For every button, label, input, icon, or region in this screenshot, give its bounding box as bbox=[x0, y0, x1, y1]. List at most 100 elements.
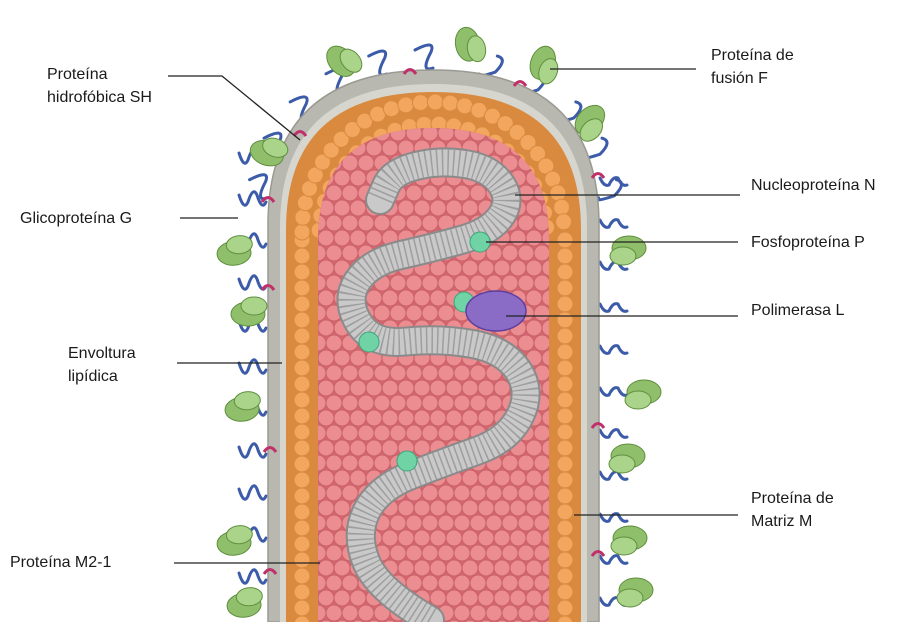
m2-1-bead bbox=[502, 245, 518, 261]
m2-1-bead bbox=[478, 260, 494, 276]
m2-1-bead bbox=[534, 425, 550, 441]
m2-1-bead bbox=[326, 485, 342, 501]
matrix-bead bbox=[557, 280, 573, 296]
m2-1-bead bbox=[438, 515, 454, 531]
m2-1-bead bbox=[478, 500, 494, 516]
m2-1-bead bbox=[414, 290, 430, 306]
m2-1-bead bbox=[334, 230, 350, 246]
matrix-bead bbox=[412, 95, 428, 111]
m2-1-bead bbox=[350, 200, 366, 216]
m2-1-bead bbox=[342, 455, 358, 471]
m2-1-bead bbox=[318, 290, 334, 306]
matrix-bead bbox=[294, 392, 310, 408]
m2-1-bead bbox=[334, 380, 350, 396]
m2-1-bead bbox=[318, 440, 334, 456]
m2-1-bead bbox=[406, 215, 422, 231]
fusion-protein-f bbox=[216, 235, 254, 267]
fusion-protein-f bbox=[610, 236, 646, 265]
m2-1-bead bbox=[518, 515, 534, 531]
m2-1-bead bbox=[454, 485, 470, 501]
m2-1-bead bbox=[438, 305, 454, 321]
m2-1-bead bbox=[334, 170, 350, 186]
m2-1-bead bbox=[534, 545, 550, 561]
m2-1-bead bbox=[318, 560, 334, 576]
matrix-bead bbox=[294, 536, 310, 552]
m2-1-bead bbox=[318, 320, 334, 336]
m2-1-bead bbox=[494, 380, 510, 396]
matrix-bead bbox=[557, 504, 573, 520]
m2-1-bead bbox=[478, 410, 494, 426]
glycoprotein-g bbox=[239, 486, 266, 499]
m2-1-bead bbox=[438, 275, 454, 291]
fusion-protein-f bbox=[216, 525, 254, 557]
m2-1-bead bbox=[462, 410, 478, 426]
glycoprotein-g bbox=[369, 51, 387, 75]
m2-1-bead bbox=[454, 395, 470, 411]
m2-1-bead bbox=[494, 530, 510, 546]
m2-1-bead bbox=[518, 275, 534, 291]
m2-1-bead bbox=[414, 200, 430, 216]
m2-1-bead bbox=[462, 470, 478, 486]
polymerase-l bbox=[466, 291, 526, 331]
m2-1-bead bbox=[430, 410, 446, 426]
m2-1-bead bbox=[518, 245, 534, 261]
m2-1-bead bbox=[518, 605, 534, 621]
matrix-bead bbox=[294, 376, 310, 392]
m2-1-bead bbox=[350, 380, 366, 396]
m2-1-bead bbox=[470, 545, 486, 561]
m2-1-bead bbox=[390, 275, 406, 291]
m2-1-bead bbox=[318, 470, 334, 486]
m2-1-bead bbox=[398, 290, 414, 306]
m2-1-bead bbox=[326, 455, 342, 471]
matrix-bead bbox=[294, 600, 310, 616]
label-polymerase: Polimerasa L bbox=[751, 299, 844, 322]
m2-1-bead bbox=[534, 455, 550, 471]
m2-1-bead bbox=[430, 560, 446, 576]
m2-1-bead bbox=[350, 410, 366, 426]
matrix-bead bbox=[294, 424, 310, 440]
matrix-bead bbox=[294, 280, 310, 296]
fusion-protein-f bbox=[453, 25, 488, 65]
m2-1-bead bbox=[454, 275, 470, 291]
m2-1-bead bbox=[334, 440, 350, 456]
m2-1-bead bbox=[414, 500, 430, 516]
m2-1-bead bbox=[374, 365, 390, 381]
m2-1-bead bbox=[358, 215, 374, 231]
fusion-protein-f bbox=[609, 444, 645, 473]
m2-1-bead bbox=[438, 485, 454, 501]
matrix-bead bbox=[557, 424, 573, 440]
m2-1-bead bbox=[422, 185, 438, 201]
m2-1-bead bbox=[326, 365, 342, 381]
fusion-protein-f bbox=[224, 391, 262, 423]
label-fusion-protein: Proteína de fusión F bbox=[711, 44, 794, 90]
m2-1-bead bbox=[342, 365, 358, 381]
matrix-bead bbox=[557, 296, 573, 312]
m2-1-bead bbox=[406, 545, 422, 561]
m2-1-bead bbox=[358, 605, 374, 621]
m2-1-bead bbox=[398, 410, 414, 426]
m2-1-bead bbox=[382, 530, 398, 546]
matrix-bead bbox=[557, 600, 573, 616]
m2-1-bead bbox=[422, 545, 438, 561]
m2-1-bead bbox=[318, 350, 334, 366]
m2-1-bead bbox=[374, 425, 390, 441]
m2-1-bead bbox=[358, 425, 374, 441]
m2-1-bead bbox=[326, 545, 342, 561]
m2-1-bead bbox=[526, 290, 542, 306]
m2-1-bead bbox=[494, 500, 510, 516]
m2-1-bead bbox=[326, 185, 342, 201]
m2-1-bead bbox=[334, 560, 350, 576]
m2-1-bead bbox=[398, 500, 414, 516]
phosphoprotein bbox=[397, 451, 417, 471]
m2-1-bead bbox=[342, 485, 358, 501]
m2-1-bead bbox=[350, 590, 366, 606]
m2-1-bead bbox=[326, 395, 342, 411]
m2-1-bead bbox=[454, 545, 470, 561]
m2-1-bead bbox=[502, 455, 518, 471]
m2-1-bead bbox=[406, 185, 422, 201]
m2-1-bead bbox=[470, 275, 486, 291]
m2-1-bead bbox=[510, 500, 526, 516]
m2-1-bead bbox=[430, 590, 446, 606]
m2-1-bead bbox=[350, 230, 366, 246]
label-sh-protein: Proteína hidrofóbica SH bbox=[47, 63, 152, 109]
